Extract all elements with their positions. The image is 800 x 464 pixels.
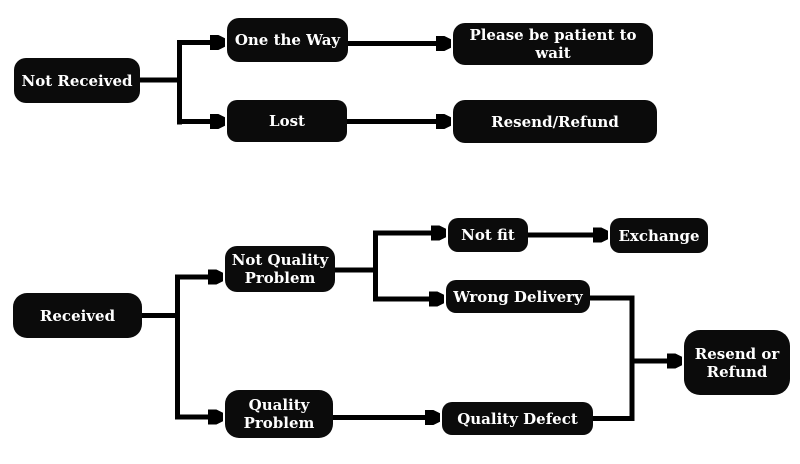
node-wrong-delivery: Wrong Delivery bbox=[446, 280, 590, 313]
node-resend-or-refund: Resend or Refund bbox=[684, 330, 790, 395]
node-received: Received bbox=[13, 293, 142, 338]
node-lost: Lost bbox=[227, 100, 347, 142]
node-quality-defect: Quality Defect bbox=[442, 402, 593, 435]
node-quality-problem: Quality Problem bbox=[225, 390, 333, 438]
node-not-quality-problem: Not Quality Problem bbox=[225, 246, 335, 292]
node-resend-refund: Resend/Refund bbox=[453, 100, 657, 143]
node-not-fit: Not fit bbox=[448, 218, 528, 252]
node-exchange: Exchange bbox=[610, 218, 708, 253]
node-one-the-way: One the Way bbox=[227, 18, 348, 62]
node-not-received: Not Received bbox=[14, 58, 140, 103]
node-please-be-patient: Please be patient to wait bbox=[453, 23, 653, 65]
